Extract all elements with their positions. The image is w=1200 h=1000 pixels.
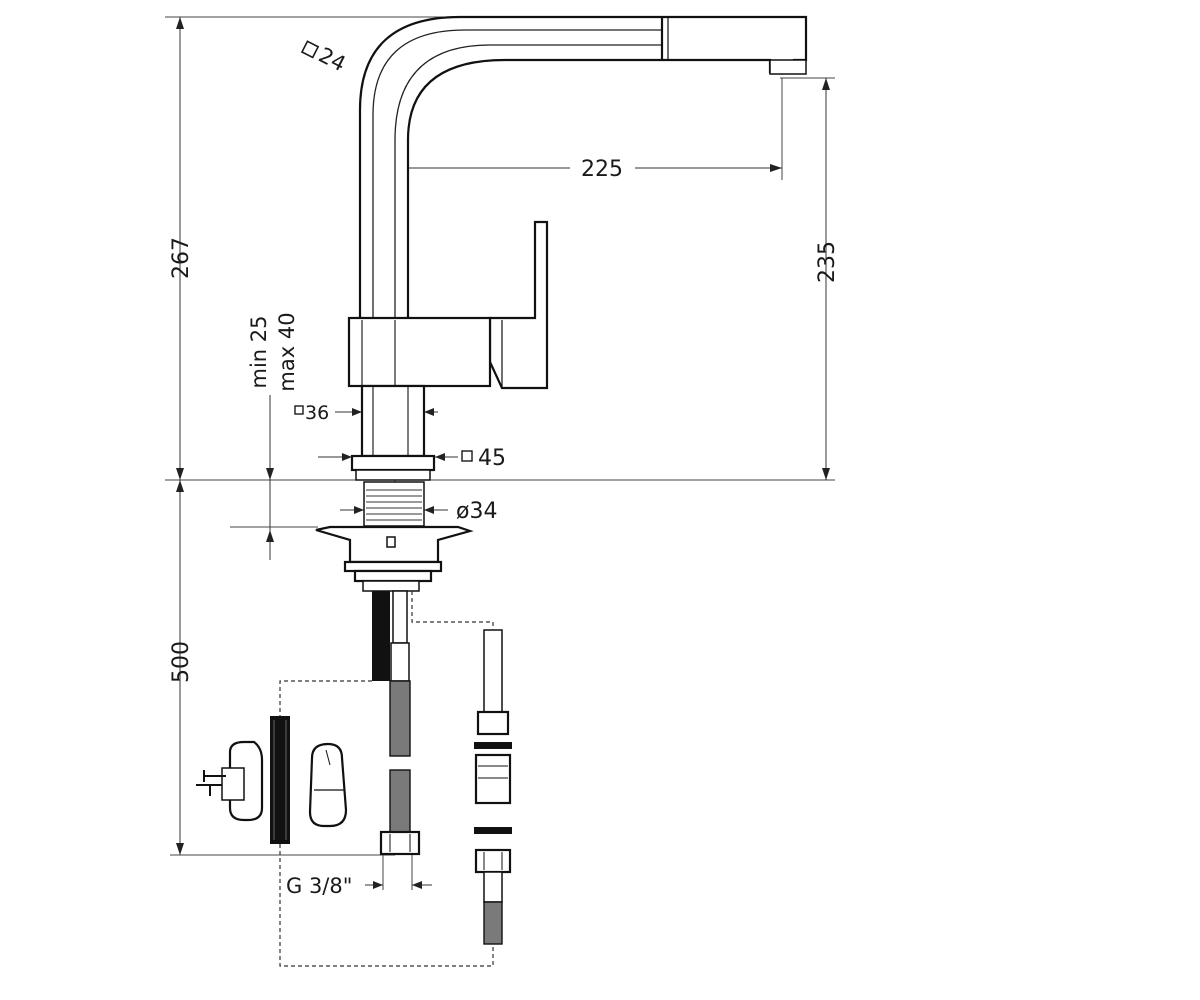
faucet-base-column [350,384,436,481]
label-dim-235: 235 [815,241,840,283]
dimension-labels: 24 225 235 267 min 25 max 40 36 45 ø34 5… [169,40,840,898]
hose-weight-parts [196,740,348,828]
label-min-25: min 25 [247,316,271,389]
label-square-24: 24 [315,43,350,77]
check-valve-assembly [474,629,512,945]
label-dim-500: 500 [169,641,194,683]
assembly-dashed-guides [279,591,494,967]
square-symbol-icon [300,40,320,59]
square-symbol-icon [461,450,473,462]
loose-hose-segment [270,716,290,844]
label-square-45: 45 [478,446,506,471]
faucet-lever [488,220,549,390]
faucet-mixer-body [347,316,492,388]
square-symbol-icon [294,405,304,415]
label-diameter-34: ø34 [456,499,497,524]
pull-out-hose [372,591,390,681]
label-thread-g38: G 3/8" [286,874,352,898]
label-square-36: 36 [305,402,329,424]
mounting-thread [363,481,425,527]
faucet-spout [358,15,808,322]
label-dim-267: 267 [169,237,194,279]
supply-hose-flexible [379,590,421,856]
label-dim-225: 225 [581,157,623,182]
dimension-lines [165,16,835,890]
mounting-bracket [315,525,474,592]
label-max-40: max 40 [275,312,299,391]
